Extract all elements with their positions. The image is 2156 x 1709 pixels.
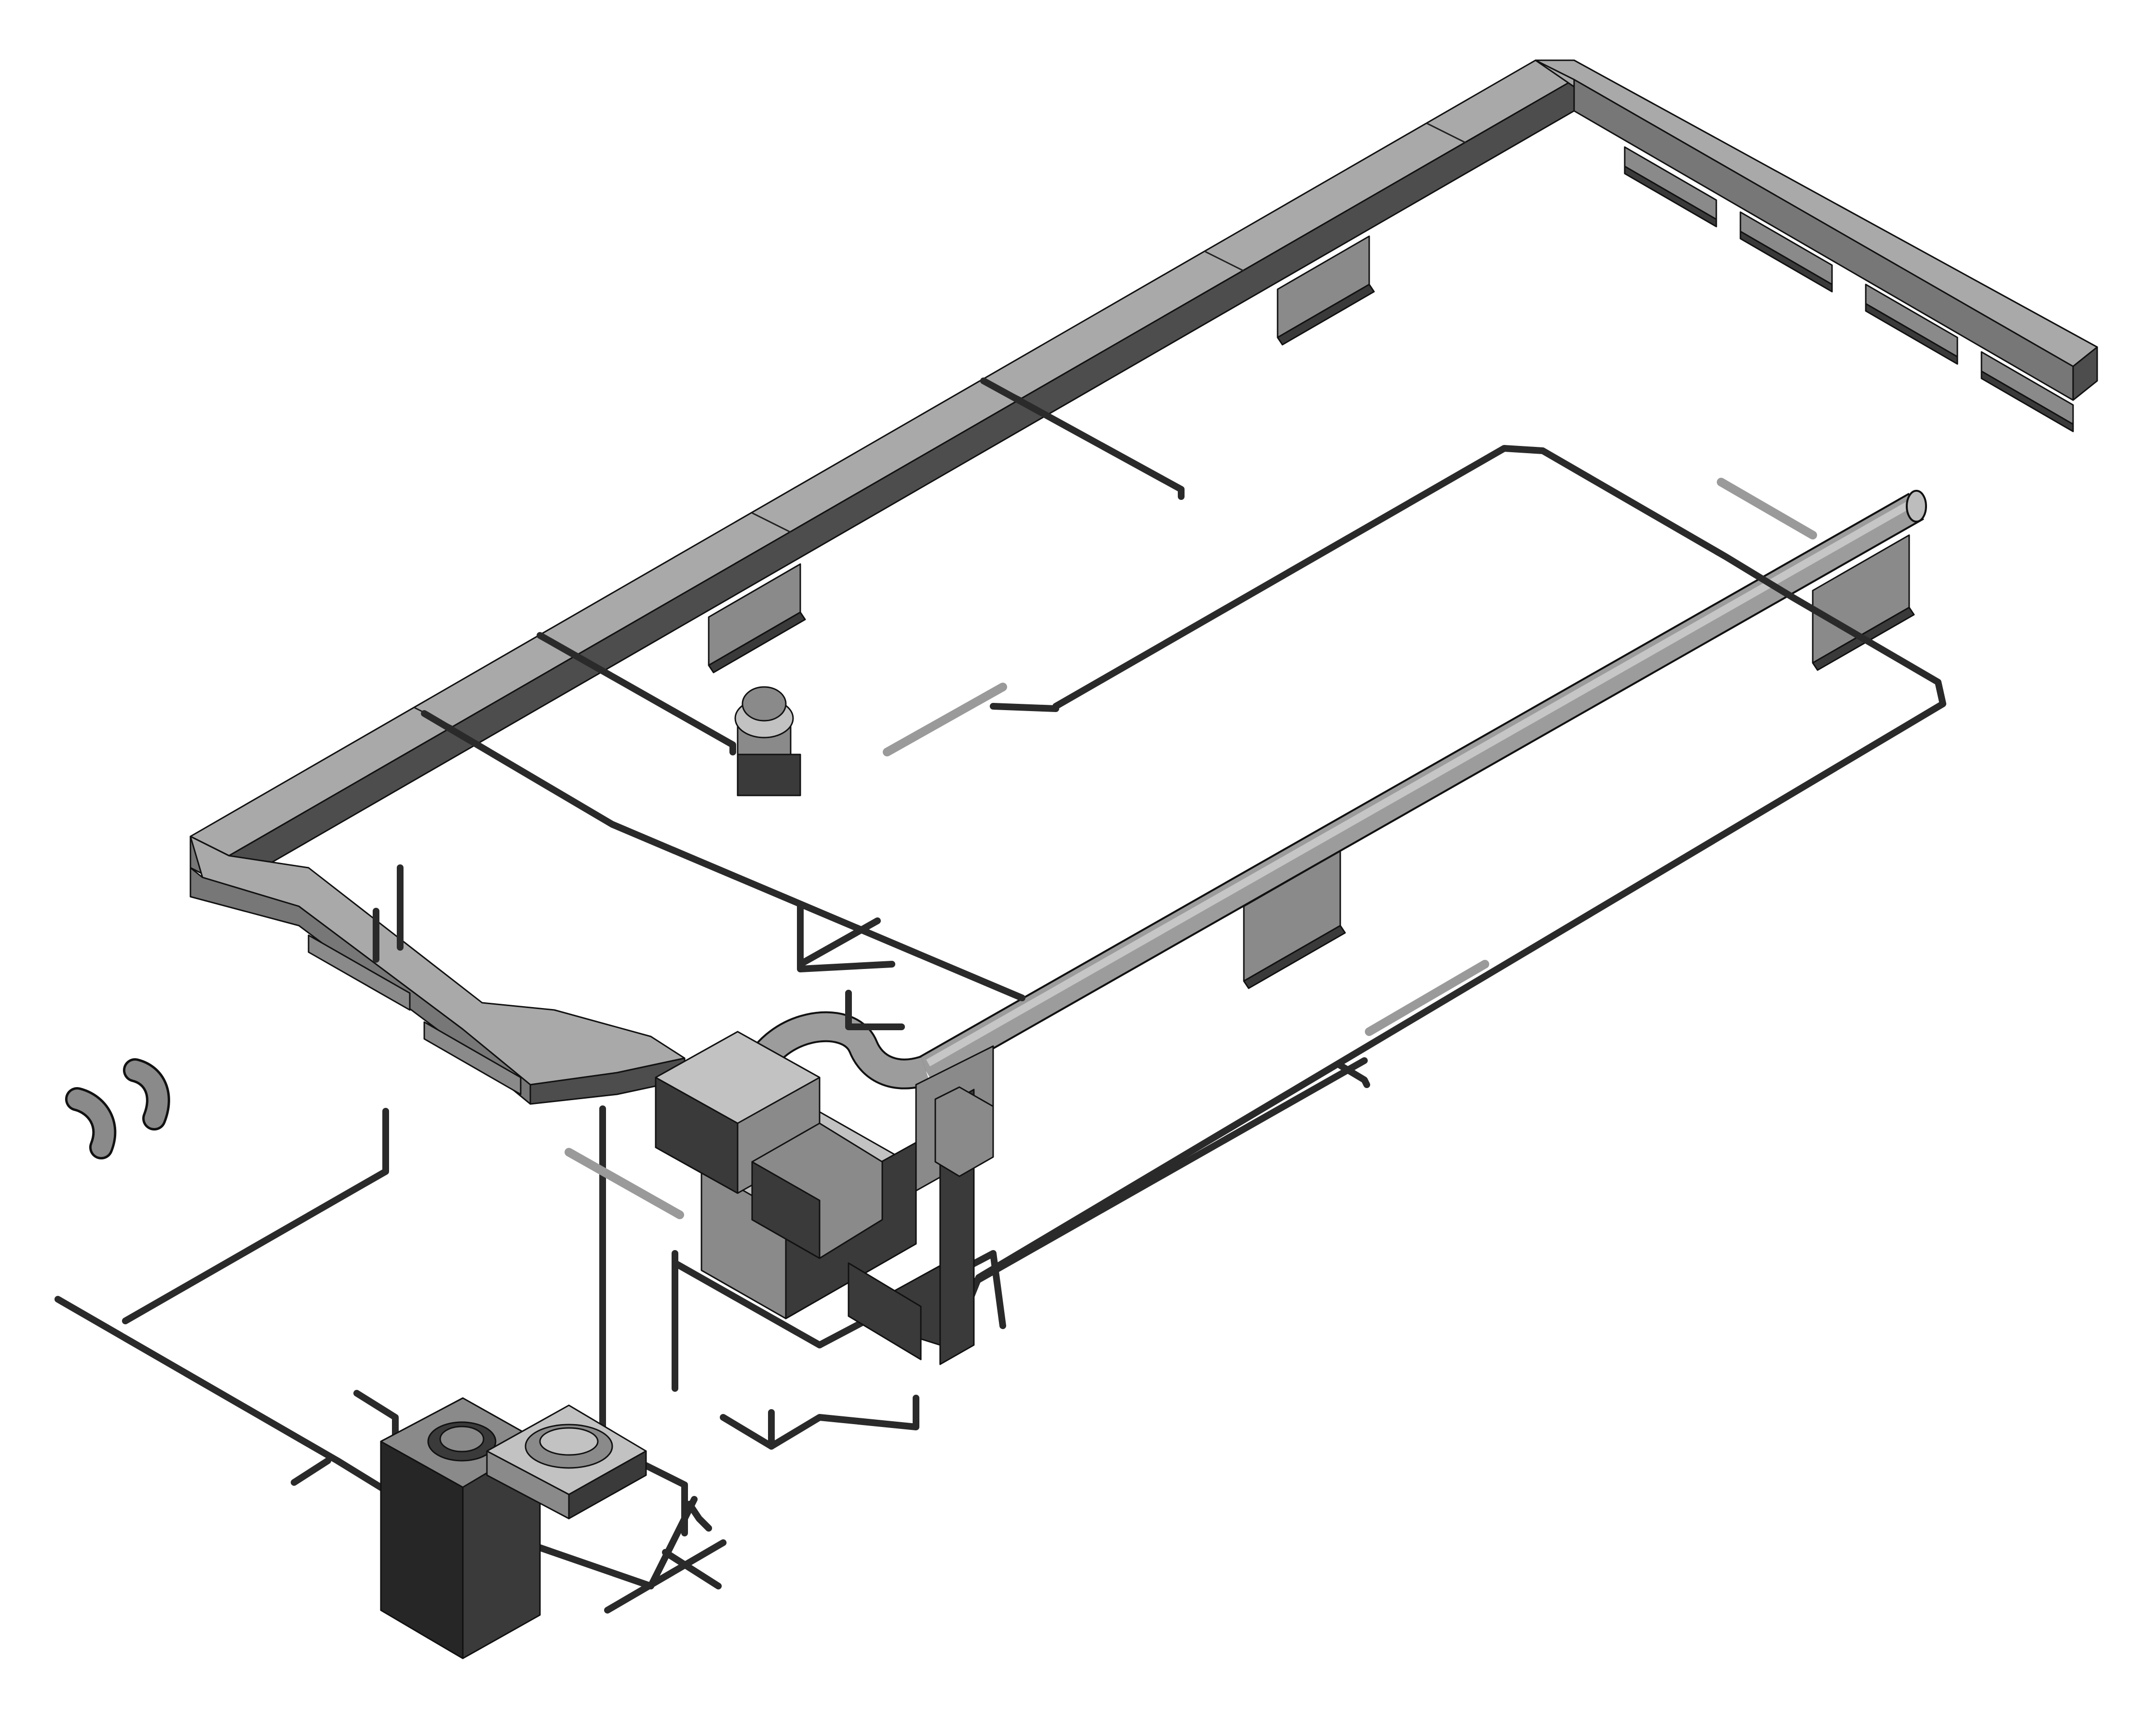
floor-sink [486,1404,647,1520]
elbow-fitting [67,1090,114,1157]
diffuser [708,563,806,673]
elbow-fitting [125,1061,168,1128]
diffuser [1624,146,1717,228]
diffuser [1981,351,2074,432]
transition-duct-left [189,835,686,1105]
diffuser [1739,211,1833,293]
diffuser [308,934,522,1095]
diffuser [1865,283,1958,365]
roof-exhaust-fan [734,686,801,796]
loose-elbows [65,1058,170,1159]
air-handling-unit [655,1031,994,1365]
insulated-pipe-segments [565,478,1817,1219]
round-supply-duct [737,490,1927,1090]
diffuser [1277,235,1375,346]
supply-duct-branch-right [1535,59,2098,401]
diffuser [1243,850,1346,989]
diffusers [308,146,2074,1095]
